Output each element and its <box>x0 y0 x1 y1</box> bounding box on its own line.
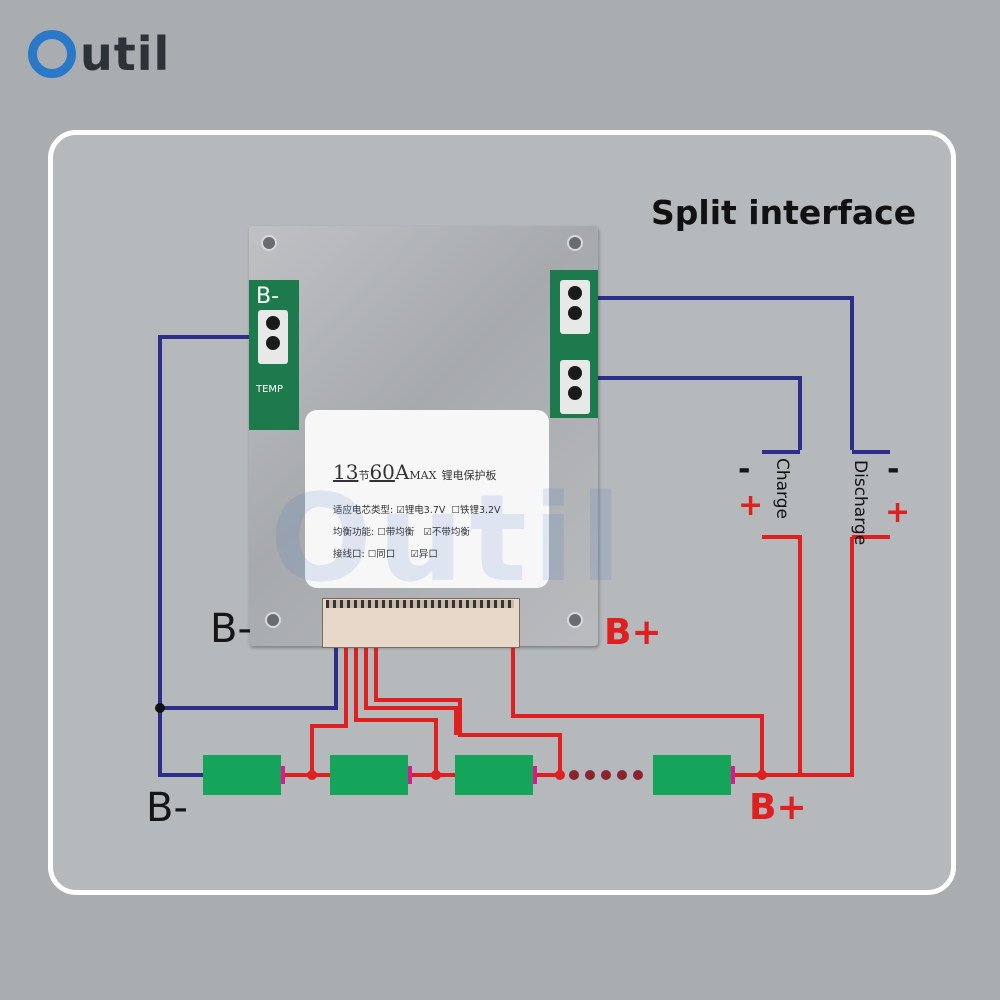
checkbox-icon: ☐ <box>377 527 386 538</box>
cell-count-unit: 节 <box>358 469 370 482</box>
cell-count: 13 <box>333 460 359 484</box>
charge-terminal-icon <box>560 360 590 414</box>
screw-icon <box>567 235 583 251</box>
ellipsis-dot <box>569 770 579 780</box>
logo-text: util <box>80 27 171 81</box>
max-label: MAX <box>409 469 437 482</box>
screw-icon <box>261 235 277 251</box>
card-row-cell-type: 适应电芯类型: ☑锂电3.7V ☐铁锂3.2V <box>333 502 501 516</box>
junction-dot <box>307 770 317 780</box>
card-subtitle: 锂电保护板 <box>441 469 497 482</box>
cell-terminal-icon <box>731 766 735 784</box>
board-b-plus-label: B+ <box>604 612 662 653</box>
junction-dot <box>155 703 165 713</box>
bottom-b-plus-label: B+ <box>749 787 807 828</box>
spec-label-card: 13节60AMAX 锂电保护板 适应电芯类型: ☑锂电3.7V ☐铁锂3.2V … <box>305 410 549 588</box>
discharge-label: Discharge <box>850 460 870 546</box>
discharge-positive-wire <box>800 535 890 777</box>
ellipsis-dot <box>585 770 595 780</box>
screw-icon <box>265 612 281 628</box>
row-field: 适应电芯类型: <box>333 505 394 516</box>
junction-dot <box>555 770 565 780</box>
battery-cell <box>653 755 731 795</box>
sense-wire-1 <box>310 646 348 775</box>
pcb-b-minus-label: B- <box>256 284 280 309</box>
charge-label: Charge <box>772 458 792 520</box>
board-b-minus-label: B- <box>210 606 252 652</box>
row-option: 带均衡 <box>385 527 415 538</box>
ellipsis-dot <box>601 770 611 780</box>
cell-terminal-icon <box>408 766 412 784</box>
watermark: Outil <box>270 470 628 609</box>
charge-plus-sign: + <box>738 488 764 523</box>
charge-negative-wire <box>592 376 802 450</box>
ellipsis-dot <box>617 770 627 780</box>
checkbox-icon: ☑ <box>396 505 405 516</box>
discharge-plus-sign: + <box>885 495 911 530</box>
sense-wire-5 <box>376 698 562 775</box>
row-option: 异口 <box>418 549 438 560</box>
discharge-terminal-icon <box>560 280 590 334</box>
charge-minus-sign: - <box>738 452 751 487</box>
card-row-port: 接线口: ☐同口 ☑异口 <box>333 546 438 560</box>
sense-wire-4 <box>374 646 460 702</box>
b-minus-wire <box>158 335 252 777</box>
discharge-minus-sign: - <box>887 452 900 487</box>
junction-dot <box>431 770 441 780</box>
ellipsis-dot <box>633 770 643 780</box>
cell-terminal-icon <box>533 766 537 784</box>
card-row-balance: 均衡功能: ☐带均衡 ☑不带均衡 <box>333 524 470 538</box>
screw-icon <box>567 612 583 628</box>
battery-cell <box>203 755 281 795</box>
card-title: 13节60AMAX 锂电保护板 <box>333 460 497 484</box>
checkbox-icon: ☑ <box>423 527 432 538</box>
b-plus-sense-wire <box>511 646 764 775</box>
checkbox-icon: ☐ <box>367 549 377 560</box>
current-rating: 60 <box>369 460 395 484</box>
battery-cell <box>455 755 533 795</box>
connector-pins-icon <box>326 600 514 608</box>
charge-positive-wire <box>762 535 802 777</box>
row-option: 同口 <box>376 549 396 560</box>
junction-dot <box>757 770 767 780</box>
battery-cell <box>330 755 408 795</box>
row-field: 均衡功能: <box>333 527 375 538</box>
row-option: 锂电3.7V <box>404 505 446 516</box>
diagram-title: Split interface <box>651 193 917 232</box>
b-minus-terminal-icon <box>258 310 288 364</box>
sense-wire-2 <box>354 646 438 775</box>
pcb-temp-label: TEMP <box>256 384 284 395</box>
sense-wire-3 <box>364 646 458 735</box>
bottom-b-minus-label: B- <box>146 785 188 831</box>
sense-wire-negative <box>160 646 338 710</box>
current-unit: A <box>394 460 410 484</box>
row-option: 不带均衡 <box>431 527 470 538</box>
brand-logo: util <box>28 24 170 84</box>
row-field: 接线口: <box>333 549 365 560</box>
row-option: 铁锂3.2V <box>459 505 501 516</box>
cell-terminal-icon <box>281 766 285 784</box>
checkbox-icon: ☐ <box>451 505 460 516</box>
checkbox-icon: ☑ <box>410 549 419 560</box>
logo-ring-icon <box>28 30 76 78</box>
discharge-negative-wire <box>592 296 854 450</box>
